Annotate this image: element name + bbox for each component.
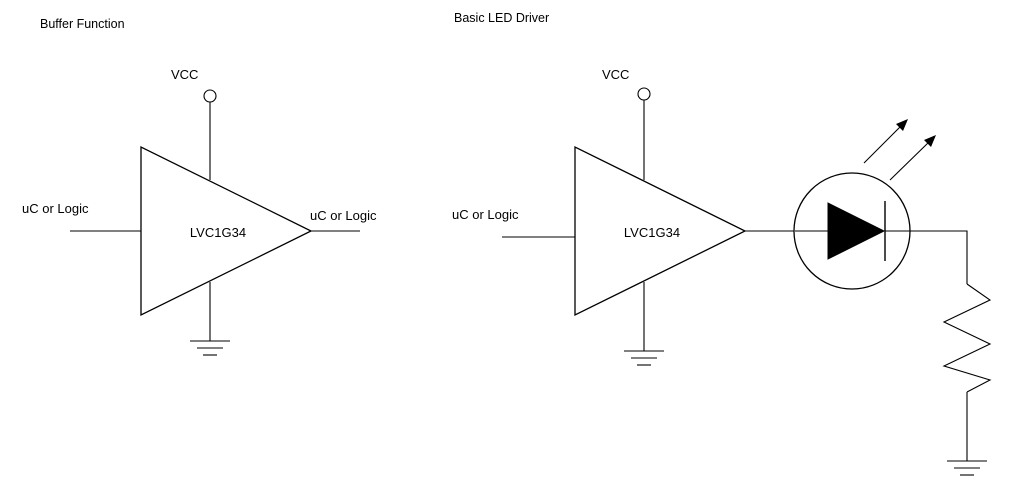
buffer-vcc-terminal	[203, 89, 217, 103]
light-emission-arrows-icon	[863, 119, 936, 181]
buffer-function-title: Buffer Function	[40, 17, 125, 31]
buffer-function-diagram: Buffer Function VCC LVC1G34 uC or Logic …	[22, 17, 377, 356]
led-input-label: uC or Logic	[452, 207, 519, 222]
buffer-input-label: uC or Logic	[22, 201, 89, 216]
led-driver-diagram: Basic LED Driver VCC LVC1G34 uC or Logic	[452, 11, 992, 476]
led-icon	[793, 172, 911, 290]
led-driver-title: Basic LED Driver	[454, 11, 549, 25]
led-cathode-wire	[910, 230, 968, 284]
buffer-output-label: uC or Logic	[310, 208, 377, 223]
buffer-chip-label: LVC1G34	[190, 225, 246, 240]
led-ground-symbol	[624, 350, 664, 366]
led-vcc-terminal	[637, 87, 651, 101]
buffer-ground-symbol	[190, 340, 230, 356]
led-chip-label: LVC1G34	[624, 225, 680, 240]
resistor-icon	[942, 283, 992, 393]
led-driver-gate	[574, 145, 747, 317]
led-vcc-label: VCC	[602, 67, 629, 82]
buffer-vcc-label: VCC	[171, 67, 198, 82]
resistor-ground-symbol	[947, 460, 987, 476]
